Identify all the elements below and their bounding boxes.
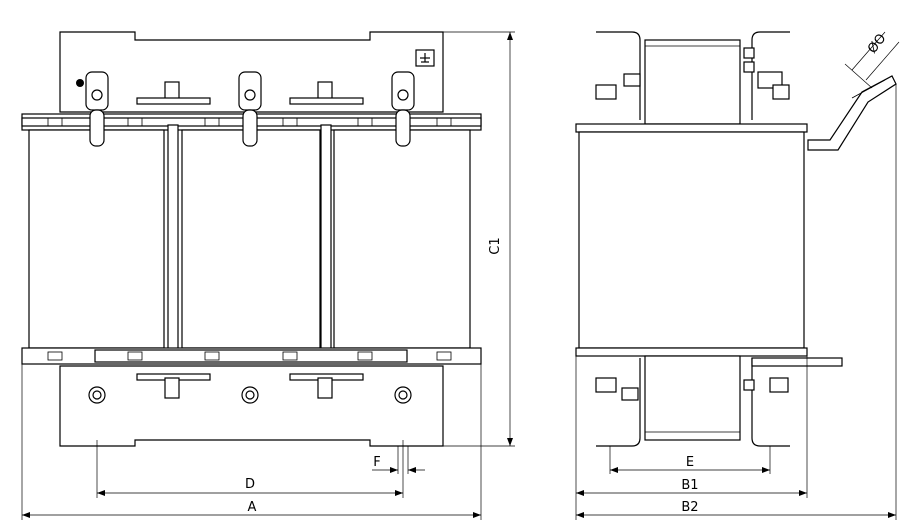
side-bottom-block	[644, 355, 741, 441]
coil-middle	[181, 129, 321, 349]
dimension-lines	[21, 31, 900, 520]
side-bolt-right-1	[743, 47, 755, 59]
coil-right	[333, 129, 471, 349]
side-bottom-bolt-right	[743, 379, 755, 391]
core-leg-2	[320, 124, 332, 354]
mount-hole-2-inner	[245, 390, 255, 400]
mount-hole-3-inner	[398, 390, 408, 400]
mount-hole-1	[88, 386, 106, 404]
side-terminal-block	[757, 71, 783, 89]
side-bottom-nut-right	[769, 377, 789, 393]
mount-hole-1-inner	[92, 390, 102, 400]
cable-lead-bottom	[751, 357, 843, 367]
dim-label-f: F	[373, 455, 380, 470]
dim-label-c1: C1	[488, 237, 503, 254]
side-coil	[578, 131, 805, 349]
yoke-tabs	[47, 117, 452, 361]
terminal-3	[391, 71, 415, 147]
bottom-bolt-1	[136, 373, 211, 399]
dim-label-e: E	[686, 455, 694, 470]
dim-label-b2: B2	[681, 500, 698, 515]
dim-label-a: A	[248, 500, 257, 515]
mount-hole-2	[241, 386, 259, 404]
dim-label-b1: B1	[681, 478, 698, 493]
front-rivet	[76, 79, 84, 87]
front-bottom-clamp	[59, 365, 444, 447]
top-bolt-1	[136, 81, 211, 105]
side-nut-left	[595, 84, 617, 100]
dim-label-o: ØO	[865, 31, 889, 56]
side-top-block	[644, 39, 741, 125]
front-view	[21, 31, 482, 447]
terminal-1	[85, 71, 109, 147]
dim-label-d: D	[245, 477, 255, 492]
side-bottom-bolt-left	[621, 387, 639, 401]
cable-lead-top	[807, 75, 897, 151]
side-nut-right	[772, 84, 790, 100]
front-bottom-bar	[94, 349, 408, 363]
earth-terminal-icon	[415, 49, 435, 67]
side-view	[575, 31, 897, 447]
top-bolt-2	[289, 81, 364, 105]
side-bolt-right-2	[743, 61, 755, 73]
mount-hole-3	[394, 386, 412, 404]
bottom-bolt-2	[289, 373, 364, 399]
terminal-2	[238, 71, 262, 147]
side-top-bracket	[596, 31, 790, 120]
side-bolt-left	[623, 73, 641, 87]
coil-left	[28, 129, 165, 349]
side-bottom-yoke	[575, 347, 808, 357]
side-top-yoke	[575, 123, 808, 133]
core-leg-1	[167, 124, 179, 354]
side-bottom-bracket	[596, 358, 790, 447]
side-bottom-nut-left	[595, 377, 617, 393]
